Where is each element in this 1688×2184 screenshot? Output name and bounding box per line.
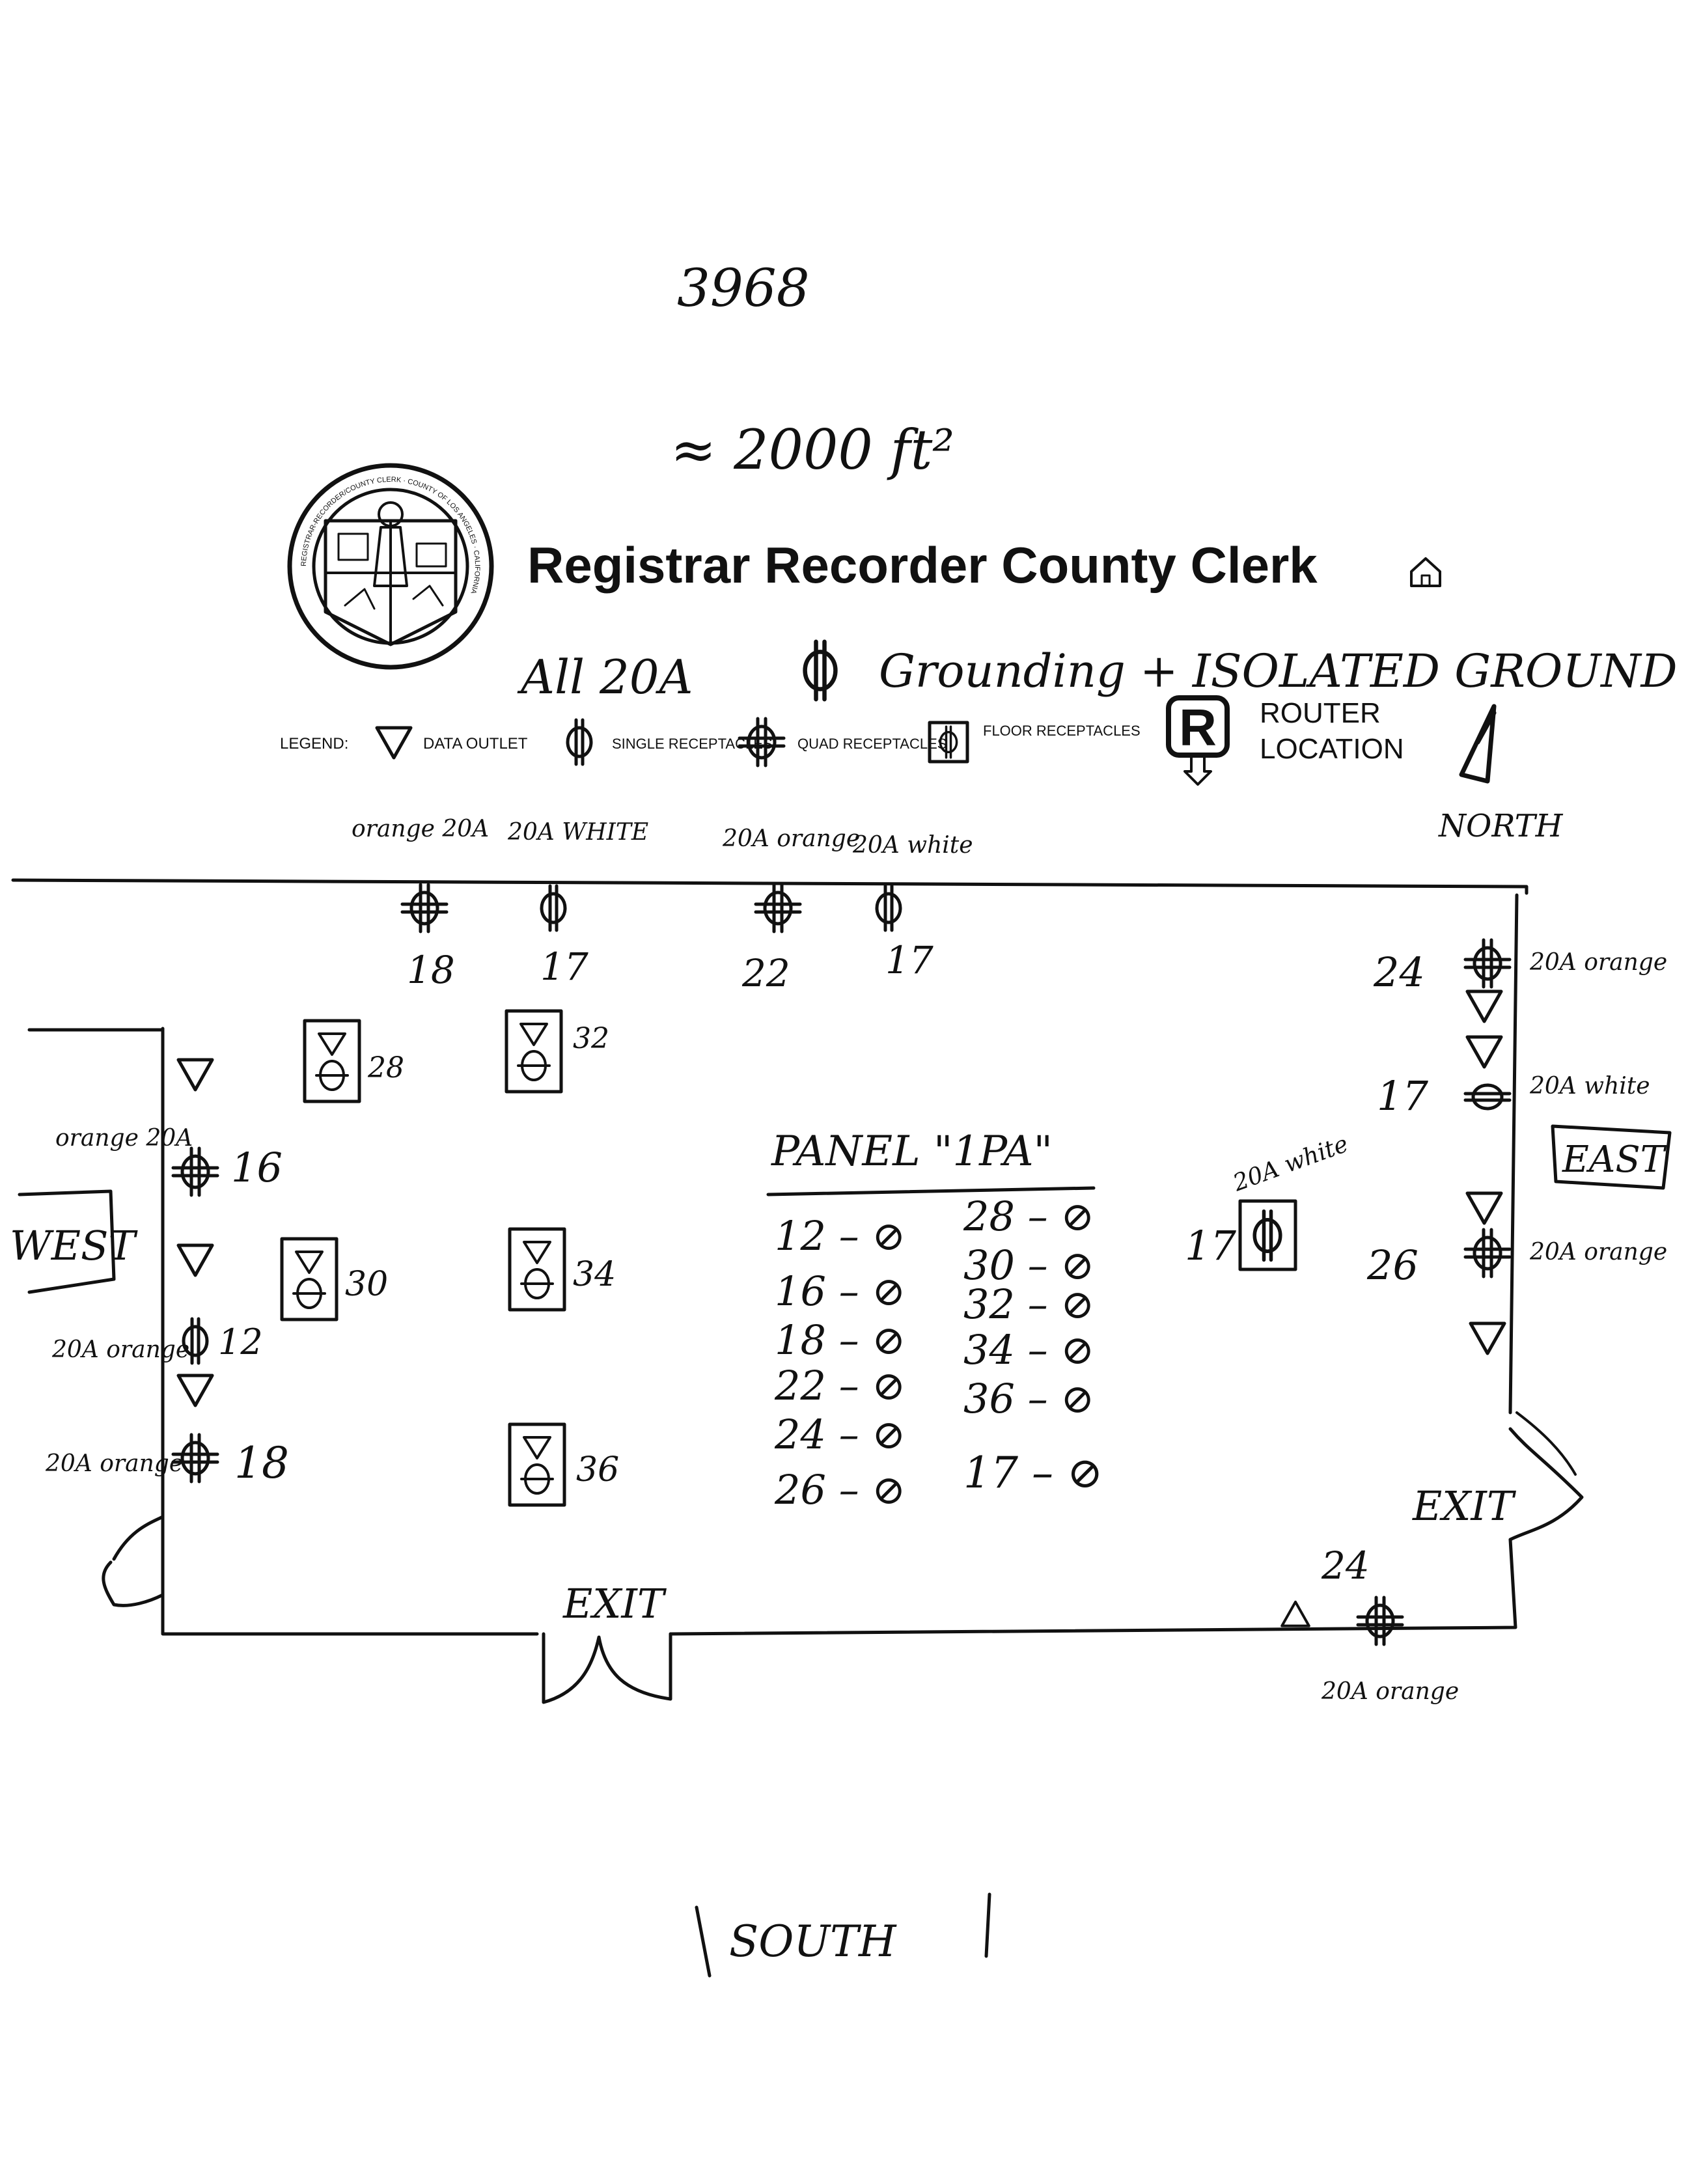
data-outlet-icon bbox=[377, 728, 411, 758]
east-outlet-1-circuit: 24 bbox=[1373, 948, 1425, 996]
floor-box-2-circuit: 32 bbox=[573, 1022, 609, 1055]
data-outlet-icon bbox=[1467, 991, 1501, 1021]
legend-data-outlet: DATA OUTLET bbox=[423, 735, 528, 753]
east-box-label: 20A white bbox=[1229, 1131, 1351, 1197]
panel-right-5: 36 – ⊘ bbox=[963, 1375, 1094, 1422]
county-seal bbox=[287, 463, 494, 670]
east-exit-door bbox=[1508, 1427, 1584, 1541]
floor-box-icon bbox=[282, 1239, 337, 1320]
data-outlet-icon bbox=[1471, 1323, 1504, 1353]
east-outlet-2-circuit: 17 bbox=[1377, 1072, 1428, 1120]
quad-receptacle-icon bbox=[402, 885, 447, 932]
home-icon bbox=[1410, 557, 1441, 587]
west-door bbox=[102, 1515, 165, 1607]
floor-box-1-circuit: 28 bbox=[367, 1051, 404, 1085]
east-outlet-1-label: 20A orange bbox=[1529, 949, 1667, 976]
west-outlet-1-label: orange 20A bbox=[55, 1125, 193, 1152]
legend-quad: QUAD RECEPTACLES bbox=[797, 736, 947, 752]
data-outlet-icon bbox=[1467, 1193, 1501, 1223]
panel-right-1: 28 – ⊘ bbox=[963, 1193, 1094, 1240]
west-outlet-2-circuit: 12 bbox=[218, 1321, 263, 1362]
north-outlet-2-label: 20A WHITE bbox=[507, 819, 648, 846]
grounding-note-tail: Grounding + ISOLATED GROUND bbox=[879, 644, 1678, 698]
quad-receptacle-icon bbox=[173, 1148, 217, 1195]
north-outlet-3-label: 20A orange bbox=[722, 825, 860, 852]
floor-receptacle-icon bbox=[928, 721, 969, 764]
single-receptacle-icon bbox=[542, 886, 565, 930]
north-outlet-1-label: orange 20A bbox=[352, 816, 489, 842]
page-title: Registrar Recorder County Clerk bbox=[527, 536, 1318, 594]
east-label: EAST bbox=[1562, 1139, 1667, 1181]
east-outlet-3-label: 20A orange bbox=[1529, 1239, 1667, 1265]
floor-box-4-circuit: 34 bbox=[573, 1255, 616, 1294]
east-wall bbox=[1508, 893, 1519, 1415]
router-text-1: ROUTER bbox=[1260, 697, 1381, 729]
single-receptacle-icon bbox=[877, 886, 900, 930]
quad-receptacle-icon bbox=[1465, 1230, 1510, 1277]
panel-left-4: 22 – ⊘ bbox=[774, 1362, 906, 1409]
east-box-circuit: 17 bbox=[1185, 1222, 1236, 1269]
single-receptacle-icon bbox=[805, 642, 836, 699]
floor-box-icon bbox=[510, 1424, 564, 1505]
quad-receptacle-icon bbox=[1465, 940, 1510, 987]
west-outlet-1-circuit: 16 bbox=[231, 1144, 283, 1191]
single-receptacle-icon bbox=[568, 720, 591, 764]
north-outlet-4-circuit: 17 bbox=[885, 938, 934, 982]
panel-title: PANEL "1PA" bbox=[771, 1127, 1053, 1176]
west-south-wall bbox=[161, 1027, 539, 1636]
north-outlet-1-circuit: 18 bbox=[407, 948, 455, 992]
north-outlet-2-circuit: 17 bbox=[540, 945, 588, 989]
north-wall bbox=[11, 878, 1529, 895]
panel-left-2: 16 – ⊘ bbox=[775, 1267, 906, 1315]
north-label: NORTH bbox=[1438, 808, 1564, 844]
area-note: ≈ 2000 ft² bbox=[671, 418, 954, 482]
west-outlet-2-label: 20A orange bbox=[51, 1336, 189, 1363]
quad-receptacle-icon bbox=[756, 885, 800, 932]
floor-box-icon bbox=[305, 1021, 359, 1101]
south-east-wall bbox=[669, 1538, 1517, 1636]
data-outlet-icon bbox=[1282, 1602, 1309, 1626]
south-label: SOUTH bbox=[729, 1916, 897, 1967]
east-outlet-2-label: 20A white bbox=[1529, 1073, 1650, 1099]
panel-right-3: 32 – ⊘ bbox=[963, 1280, 1094, 1328]
floor-box-icon bbox=[506, 1011, 561, 1092]
router-text-2: LOCATION bbox=[1260, 733, 1404, 765]
east-exit-label: EXIT bbox=[1412, 1482, 1517, 1530]
floor-box-icon bbox=[510, 1229, 564, 1310]
north-arrow-icon bbox=[1459, 704, 1497, 784]
data-outlet-icon bbox=[178, 1245, 212, 1275]
data-outlet-icon bbox=[178, 1375, 212, 1405]
single-receptacle-icon bbox=[1465, 1085, 1510, 1109]
legend-label: LEGEND: bbox=[280, 735, 348, 753]
legend-floor: FLOOR RECEPTACLES bbox=[983, 723, 1141, 739]
floor-box-3-circuit: 30 bbox=[345, 1265, 388, 1304]
north-outlet-3-circuit: 22 bbox=[741, 951, 790, 995]
floor-receptacle-icon bbox=[1238, 1199, 1297, 1271]
panel-right-2: 30 – ⊘ bbox=[963, 1241, 1094, 1289]
west-outlet-3-label: 20A orange bbox=[45, 1450, 183, 1477]
south-outlet-circuit: 24 bbox=[1321, 1543, 1370, 1588]
page-number: 3968 bbox=[677, 258, 810, 318]
panel-right-6: 17 – ⊘ bbox=[963, 1448, 1103, 1498]
floor-box-5-circuit: 36 bbox=[576, 1450, 619, 1489]
panel-left-6: 26 – ⊘ bbox=[774, 1466, 906, 1514]
west-outlet-3-circuit: 18 bbox=[234, 1438, 289, 1488]
north-outlet-4-label: 20A white bbox=[852, 832, 973, 859]
panel-left-1: 12 – ⊘ bbox=[775, 1212, 906, 1260]
data-outlet-icon bbox=[1467, 1037, 1501, 1067]
south-outlet-label: 20A orange bbox=[1321, 1678, 1459, 1705]
panel-left-3: 18 – ⊘ bbox=[775, 1316, 906, 1364]
data-outlet-icon bbox=[178, 1060, 212, 1090]
panel-left-5: 24 – ⊘ bbox=[774, 1411, 906, 1458]
router-location-icon bbox=[1166, 695, 1230, 786]
quad-receptacle-icon bbox=[1358, 1597, 1402, 1644]
east-outlet-3-circuit: 26 bbox=[1366, 1241, 1418, 1289]
south-exit-label: EXIT bbox=[562, 1580, 667, 1627]
grounding-note: All 20A bbox=[517, 650, 693, 704]
west-label: WEST bbox=[10, 1222, 138, 1269]
south-exit-door bbox=[542, 1632, 672, 1704]
router-symbol: R bbox=[1179, 698, 1217, 756]
panel-right-4: 34 – ⊘ bbox=[963, 1326, 1094, 1374]
